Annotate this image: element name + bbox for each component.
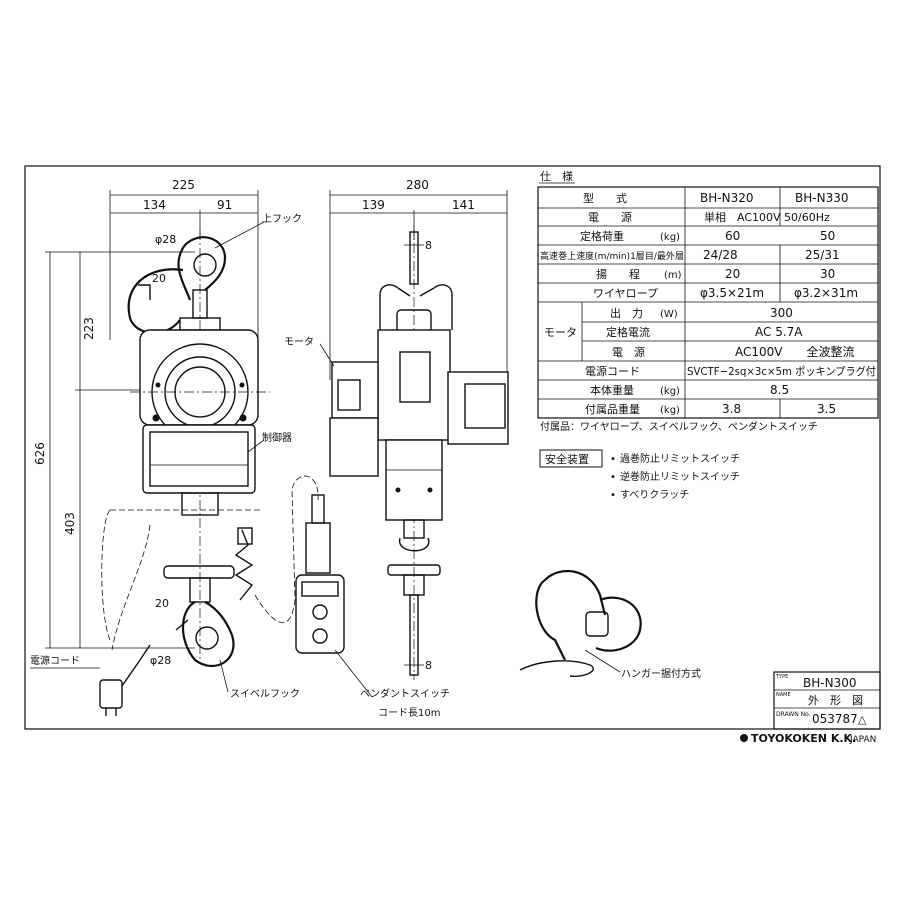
spec-row-unit: (kg) <box>660 386 680 397</box>
spec-row-col2: φ3.2×31m <box>794 286 858 300</box>
spec-row-unit: (kg) <box>660 232 680 243</box>
safety-title: 安全装置 <box>545 452 589 466</box>
spec-row-label: 揚 程 <box>596 268 640 281</box>
spec-row-col2: 25/31 <box>805 248 840 262</box>
dim-bottom-hook-thickness: 8 <box>425 659 432 672</box>
spec-row-label: 電 源 <box>588 210 632 224</box>
drawing-border <box>24 165 881 730</box>
callout-controller: 制御器 <box>262 431 292 444</box>
spec-row-label: 高速巻上速度(m/min)1層目/最外層 <box>540 250 684 262</box>
spec-header-label: 型 式 <box>583 191 627 205</box>
spec-header-col2: BH-N330 <box>795 191 848 205</box>
spec-row-unit: (kg) <box>660 405 680 416</box>
safety-item: すべりクラッチ <box>620 489 689 501</box>
spec-row-unit: (m) <box>664 270 682 281</box>
spec-row-label: 定格電流 <box>606 325 650 339</box>
company-name: TOYOKOKEN K.K. <box>751 732 856 745</box>
spec-row-label: 電 源 <box>612 345 645 359</box>
spec-row-merged: SVCTF−2sq×3c×5m ポッキンプラグ付 <box>687 364 876 378</box>
spec-row-label: 電源コード <box>585 364 640 378</box>
spec-row-col2: 30 <box>820 267 835 281</box>
side-view: 280 139 141 8 モータ 8 <box>284 178 509 680</box>
spec-row-merged: 300 <box>770 306 793 320</box>
spec-row-merged: 8.5 <box>770 383 789 397</box>
spec-row-unit: (W) <box>660 309 678 320</box>
spec-row-label: 定格荷重 <box>580 229 624 243</box>
callout-power-cord: 電源コード <box>30 654 80 667</box>
dim-side-left-width: 139 <box>362 198 385 212</box>
title-drawn-label: DRAWN No. <box>776 711 811 718</box>
spec-row-col1: 60 <box>725 229 740 243</box>
safety-devices: 安全装置 • 過巻防止リミットスイッチ • 逆巻防止リミットスイッチ • すべり… <box>539 449 740 501</box>
dim-center-to-hook-bottom: 403 <box>63 512 77 535</box>
hanger-mount-drawing: ハンガー据付方式 <box>519 570 701 680</box>
safety-item: 逆巻防止リミットスイッチ <box>620 470 740 483</box>
spec-row-merged: AC 5.7A <box>755 325 803 339</box>
spec-header-col1: BH-N320 <box>700 191 753 205</box>
company-logo <box>740 734 748 742</box>
spec-row-col1: 24/28 <box>703 248 738 262</box>
title-block: TYPE BH-N300 NAME 外 形 図 DRAWN No. 053787… <box>773 671 881 730</box>
title-name-value: 外 形 図 <box>808 694 863 707</box>
spec-row-label: 本体重量 <box>590 383 634 397</box>
dim-bottom-hook-opening: 20 <box>155 597 169 610</box>
spec-table: 仕 様 型 式 BH-N320 BH-N330 電 源 単相 AC100V 50… <box>537 169 879 433</box>
title-type-value: BH-N300 <box>803 676 856 690</box>
dim-top-hook-thickness: 8 <box>425 239 432 252</box>
callout-hanger-mount: ハンガー据付方式 <box>621 667 701 680</box>
spec-row-label: ワイヤロープ <box>593 287 658 300</box>
spec-table-title: 仕 様 <box>540 169 573 183</box>
title-type-label: TYPE <box>775 674 788 680</box>
front-view: 225 134 91 223 626 403 φ28 20 上フック <box>30 178 302 716</box>
spec-row-col1: 20 <box>725 267 740 281</box>
dim-bottom-hook-dia: φ28 <box>150 654 171 667</box>
callout-upper-hook: 上フック <box>262 213 302 225</box>
callout-cord-length: コード長10m <box>378 707 440 719</box>
company-suffix: JAPAN <box>849 735 876 745</box>
callout-swivel-hook: スイベルフック <box>230 688 300 700</box>
dim-front-right-width: 91 <box>217 198 232 212</box>
spec-accessories-note: 付属品：ワイヤロープ、スイベルフック、ペンダントスイッチ <box>540 420 818 433</box>
spec-row-merged: AC100V 全波整流 <box>735 344 855 359</box>
dim-side-right-width: 141 <box>452 198 475 212</box>
safety-bullet: • <box>610 454 616 465</box>
callout-pendant-switch: ペンダントスイッチ <box>360 687 450 700</box>
dim-top-hook-opening: 20 <box>152 272 166 285</box>
spec-row-col1: 3.8 <box>722 402 741 416</box>
spec-row-col2: 50 <box>820 229 835 243</box>
pendant-switch-drawing: ペンダントスイッチ コード長10m <box>254 475 450 719</box>
spec-row-col2: 3.5 <box>817 402 836 416</box>
dim-top-hook-dia: φ28 <box>155 233 176 246</box>
dim-front-left-width: 134 <box>143 198 166 212</box>
title-drawn-value: 053787 <box>812 712 858 726</box>
callout-motor: モータ <box>284 336 314 348</box>
spec-row-col1: φ3.5×21m <box>700 286 764 300</box>
spec-row-label: 付属品重量 <box>585 402 640 416</box>
spec-motor-group-label: モータ <box>544 326 577 339</box>
dim-overall-height: 626 <box>33 442 47 465</box>
dim-front-total-width: 225 <box>172 178 195 192</box>
company-mark: TOYOKOKEN K.K. JAPAN <box>740 732 876 745</box>
safety-item: 過巻防止リミットスイッチ <box>620 452 740 465</box>
safety-bullet: • <box>610 472 616 483</box>
safety-bullet: • <box>610 490 616 501</box>
spec-row-merged: 単相 AC100V 50/60Hz <box>704 210 830 224</box>
dim-side-total-width: 280 <box>406 178 429 192</box>
dim-hook-top-to-center: 223 <box>82 317 96 340</box>
spec-row-label: 出 力 <box>610 306 643 320</box>
title-revision-mark: △ <box>858 713 867 726</box>
title-name-label: NAME <box>776 692 791 698</box>
